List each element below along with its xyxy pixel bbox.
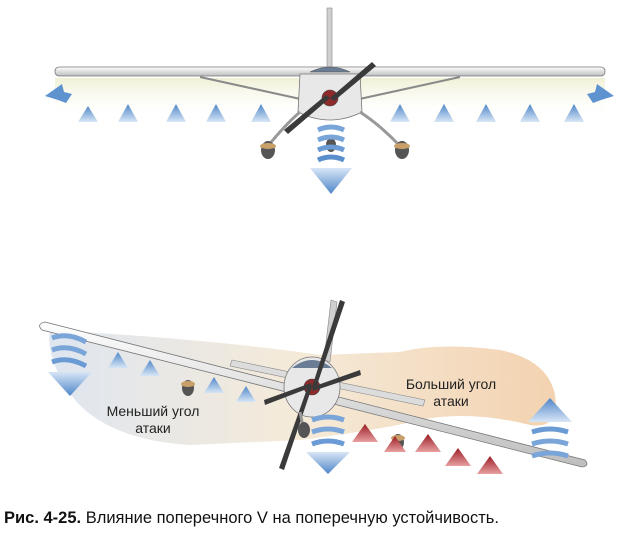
figure-caption: Рис. 4-25. Влияние поперечного V на попе… [4,509,624,528]
caption-text: Влияние поперечного V на поперечную усто… [86,509,499,527]
red-up-arrow [445,448,471,466]
caption-number: Рис. 4-25. [4,509,81,527]
top-tail-fin [327,8,332,74]
bottom-right-lift-arrows [352,424,503,474]
red-up-arrow [477,456,503,474]
red-up-arrow [415,434,441,452]
smaller-aoa-label: Меньший угол атаки [98,403,208,437]
top-downwash-arrow [310,127,352,194]
larger-aoa-label: Больший угол атаки [396,376,506,410]
